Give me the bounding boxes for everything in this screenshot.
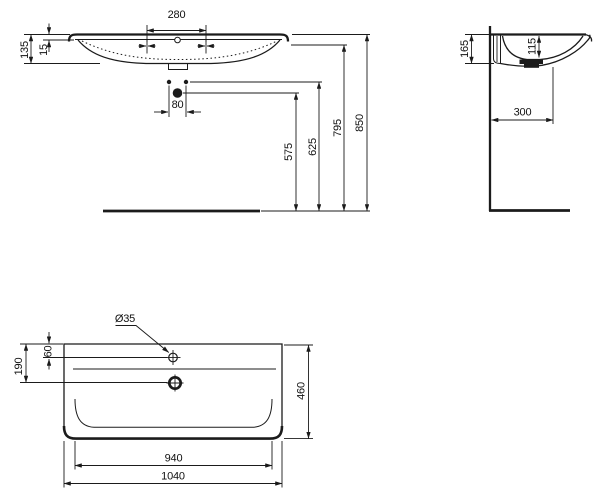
basin-interior-dashed [81,40,278,61]
dim-label-940: 940 [165,453,183,465]
dim-label-dia35: Ø35 [115,313,135,325]
front-view: 280 15 135 80 [19,9,370,213]
tap-hole [165,350,181,365]
dim-label-795: 795 [332,119,344,137]
dim-inner-width: 940 [74,441,273,470]
dim-width: 1040 [63,441,283,488]
dim-tap-hole-diameter: Ø35 [115,313,170,353]
dim-label-850: 850 [354,114,366,132]
dim-label-460: 460 [296,382,308,400]
basin-floor-outline [74,398,273,428]
dim-label-625: 625 [307,138,319,156]
basin-rim-front [67,33,290,42]
dim-label-190: 190 [13,358,25,376]
dim-tap-hole-from-back: 60 [43,332,167,370]
dim-underside-to-floor: 795 [332,44,347,212]
drain-fitting [519,59,543,64]
dim-tap-centers: 280 [146,9,207,42]
dim-rim-to-floor: 850 [354,34,370,212]
basin-front-edge [62,425,284,440]
dim-label-280: 280 [168,9,186,21]
bowl-outer-section [500,34,591,67]
fixing-hole-left [166,79,172,85]
dim-label-115: 115 [527,38,539,55]
drain-outlet-front [172,88,183,98]
dim-label-15: 15 [38,44,50,56]
top-view: Ø35 60 190 460 940 [13,313,313,488]
dim-fixing-holes: 80 [154,85,201,117]
dim-drain-from-back: 190 [13,343,168,383]
dim-label-575: 575 [283,143,295,161]
side-view: 115 165 300 [459,26,593,212]
drain-hole-top [166,374,184,392]
bowl-inner-section [501,35,584,61]
dim-label-80: 80 [172,99,184,111]
drain-notch [168,63,188,70]
dim-basin-depth: 115 [527,35,542,58]
dim-depth: 460 [284,344,313,440]
dim-wall-clearance: 300 [491,67,554,124]
dim-label-165: 165 [459,40,471,58]
basin-back-section [493,35,501,65]
dim-fixings-to-floor: 625 [307,81,322,212]
dim-drain-to-floor: 575 [283,92,299,212]
dim-label-300: 300 [514,107,532,119]
dim-rim-thickness: 15 [38,23,74,56]
basin-outline-top [63,343,283,427]
basin-bowl-outline [77,39,281,65]
dim-front-height: 165 [459,34,494,64]
overflow-hole [174,36,181,44]
dim-label-135: 135 [19,41,31,59]
fixing-hole-right [183,79,189,85]
dim-label-60: 60 [43,346,55,358]
dim-height-total: 135 [19,34,100,64]
dim-label-1040: 1040 [161,471,185,483]
